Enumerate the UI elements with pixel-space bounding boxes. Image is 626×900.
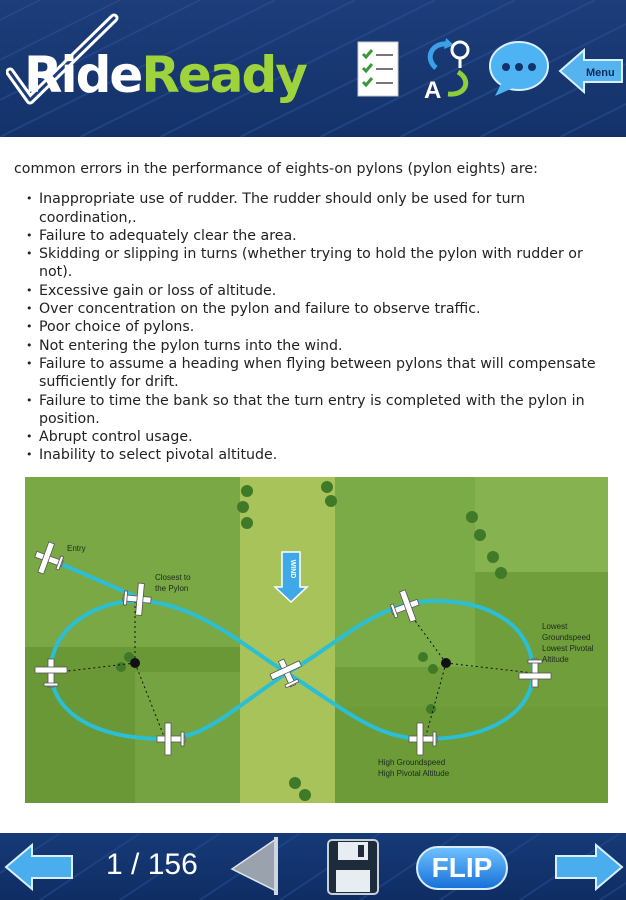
label-lowest-1: Lowest (542, 622, 568, 631)
list-item: Abrupt control usage. (26, 428, 614, 447)
app-logo: RideReady (6, 10, 336, 120)
bookmark-flag-icon[interactable] (228, 835, 280, 897)
save-disk-icon[interactable] (326, 838, 380, 896)
logo-ride: Ride (24, 46, 143, 104)
list-item: Excessive gain or loss of altitude. (26, 282, 614, 301)
translate-icon[interactable]: A (418, 38, 478, 100)
label-lowest-3: Lowest Pivotal (542, 644, 594, 653)
logo-ready: Ready (141, 46, 308, 104)
list-item: Not entering the pylon turns into the wi… (26, 337, 614, 356)
label-high-1: High Groundspeed (378, 758, 445, 767)
article-body: common errors in the performance of eigh… (14, 160, 614, 465)
label-closest-1: Closest to (155, 573, 191, 582)
list-item: Failure to assume a heading when flying … (26, 355, 614, 392)
list-item: Poor choice of pylons. (26, 318, 614, 337)
footer-bar (0, 833, 626, 900)
airplane-icon (34, 541, 552, 756)
label-closest-2: the Pylon (155, 584, 188, 593)
field-patch (335, 707, 608, 803)
list-item: Inability to select pivotal altitude. (26, 446, 614, 465)
menu-back-arrow-icon[interactable]: Menu (558, 48, 624, 94)
next-arrow-icon[interactable] (554, 843, 624, 891)
wind-arrow-icon: WIND (273, 551, 309, 604)
checklist-icon[interactable] (355, 39, 403, 99)
field-patch (335, 477, 475, 667)
error-list: Inappropriate use of rudder. The rudder … (14, 190, 614, 465)
intro-text: common errors in the performance of eigh… (14, 161, 538, 177)
menu-label[interactable]: Menu (586, 67, 615, 79)
label-high-2: High Pivotal Altitude (378, 769, 450, 778)
list-item: Skidding or slipping in turns (whether t… (26, 245, 614, 282)
logo-text: RideReady (24, 46, 308, 104)
list-item: Over concentration on the pylon and fail… (26, 300, 614, 319)
chat-icon[interactable] (487, 40, 551, 98)
svg-text:A: A (424, 77, 441, 100)
footer-pattern (0, 833, 626, 900)
eights-on-pylons-diagram: WIND Entry Closest to the Pylon Lowest G… (25, 477, 608, 803)
label-lowest-2: Groundspeed (542, 633, 590, 642)
flip-button[interactable]: FLIP (416, 846, 508, 890)
page-current: 1 (106, 848, 123, 881)
field-road (240, 477, 335, 803)
list-item: Failure to time the bank so that the tur… (26, 392, 614, 429)
label-lowest-4: Altitude (542, 655, 569, 664)
prev-arrow-icon[interactable] (4, 843, 74, 891)
logo-checkmark-icon (6, 13, 119, 105)
label-entry: Entry (67, 544, 86, 553)
header-bar: RideReady A Menu (0, 0, 626, 137)
list-item: Failure to adequately clear the area. (26, 227, 614, 246)
page-total: 156 (147, 848, 198, 881)
page-indicator: 1 / 156 (106, 848, 198, 881)
list-item: Inappropriate use of rudder. The rudder … (26, 190, 614, 227)
wind-label: WIND (289, 560, 296, 579)
